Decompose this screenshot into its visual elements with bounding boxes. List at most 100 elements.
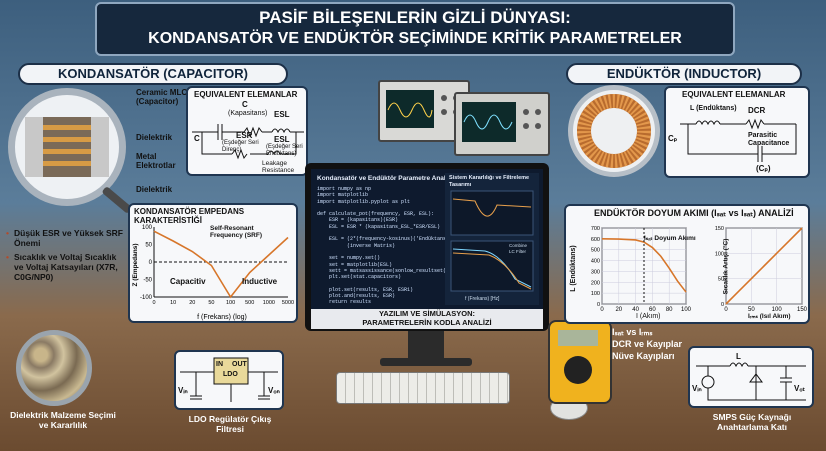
ind-l-label: L (Endüktans) — [690, 105, 737, 112]
ind-sat-y-tick: 0 — [597, 302, 600, 308]
ind-right-xlabel: Iᵣₘₛ (Isıl Akım) — [748, 313, 791, 320]
toroid-inductor-icon — [577, 94, 651, 168]
cap-impedance-line — [153, 230, 289, 299]
ind-left-xlabel: I (Akım) — [636, 313, 661, 320]
cap-y-tick: 100 — [142, 225, 153, 231]
monitor-caption-1: YAZILIM VE SİMÜLASYON: — [379, 309, 475, 318]
oscilloscope-wave-icon — [386, 90, 459, 128]
inductor-section-title: ENDÜKTÖR (INDUCTOR) — [566, 63, 802, 85]
ldo-vout: Vₒₙ — [268, 386, 280, 395]
ind-temp-x-tick: 0 — [724, 307, 728, 313]
bullet-dot-icon: • — [6, 228, 9, 238]
ind-parasitic-label: Parasitic Capacitance — [748, 132, 790, 147]
monitor-caption-2: PARAMETRELERİN KODLA ANALİZİ — [362, 318, 492, 327]
oscilloscope-right — [454, 92, 550, 156]
code-line: plot.and(results, ESR) — [317, 293, 396, 300]
cap-c-top-sub: (Kapasitans) — [228, 110, 268, 117]
inductor-equivalent-circuit — [680, 118, 797, 162]
ind-cp-bottom: (Cₚ) — [756, 164, 771, 173]
code-line: plot.set(results, ESR, ESR1) — [317, 286, 414, 293]
ind-cp-left: Cₚ — [668, 134, 678, 143]
cap-esr-label: ESR — [236, 131, 253, 140]
dielectric-sample-magnifier — [16, 330, 92, 406]
code-line: sett = matsassissance(sonlow_resultset()… — [317, 267, 453, 274]
label-dielektrik-1: Dielektrik — [136, 133, 173, 142]
ind-temp-y-tick: 100 — [715, 251, 724, 257]
ind-sat-y-tick: 600 — [591, 237, 600, 243]
cap-y-tick: 0 — [149, 260, 153, 266]
ind-temp-x-tick: 50 — [748, 307, 755, 313]
cap-x-tick: 50 — [208, 300, 214, 306]
cap-bullet-2-text: Sıcaklık ve Voltaj Sıcaklık ve Voltaj Ka… — [14, 252, 118, 282]
ind-bullet-1-text: Iₛₐₜ vs Iᵣₘₛ — [612, 327, 653, 337]
code-line: import matplotlib — [317, 192, 369, 199]
sim-chart-title: Sistem Kararlılığı ve Filtreleme Tasarım… — [449, 175, 530, 188]
cap-bullet-1-text: Düşük ESR ve Yüksek SRF Önemi — [14, 228, 123, 248]
bullet-dot-icon: • — [604, 339, 608, 349]
ldo-out: OUT — [232, 361, 247, 368]
mlcc-magnifier — [8, 88, 126, 206]
sim-legend-2: LC Filter — [509, 249, 527, 254]
inductor-saturation-panel: ENDÜKTÖR DOYUM AKIMI (Iₛₐₜ vs Iₛₐₜ) ANAL… — [564, 204, 810, 324]
ind-bullet-3-text: Nüve Kayıpları — [612, 351, 675, 361]
cap-x-tick: 0 — [152, 300, 155, 306]
ind-equiv-title: EQUIVALENT ELEMANLAR — [682, 90, 786, 99]
multimeter-display — [558, 330, 598, 346]
sim-legend-1: Combine — [509, 243, 528, 248]
ind-sat-x-tick: 40 — [632, 307, 639, 313]
ind-sat-x-tick: 0 — [600, 307, 604, 313]
inductor-bullets: •Iₛₐₜ vs Iᵣₘₛ •DCR ve Kayıplar •Nüve Kay… — [604, 326, 714, 362]
dielectric-caption: Dielektrik Malzeme Seçimi ve Kararlılık — [10, 410, 116, 430]
title-line-1: PASİF BİLEŞENLERİN GİZLİ DÜNYASI: — [259, 8, 571, 27]
ind-temp-x-tick: 150 — [797, 307, 808, 313]
cap-leakage-label: Leakage Resistance — [262, 160, 295, 174]
cap-y-tick: -50 — [143, 278, 152, 284]
ind-dcr-label: DCR — [748, 106, 766, 115]
label-metal-elektrotlar: Metal Elektrotlar — [136, 152, 176, 170]
bullet-dot-icon: • — [6, 252, 9, 262]
cap-esl2-sub: (Eşdeğer Seri Endüktans) — [266, 144, 303, 157]
smps-vout: Vₒₜ — [794, 384, 805, 393]
cap-c-top: C — [242, 100, 248, 109]
ind-sat-x-tick: 80 — [666, 307, 673, 313]
title-banner: PASİF BİLEŞENLERİN GİZLİ DÜNYASI: KONDAN… — [95, 2, 735, 56]
monitor-base — [380, 358, 472, 366]
ind-bullet-2-text: DCR ve Kayıplar — [612, 339, 683, 349]
cap-y-label: Z (Empedans) — [132, 244, 139, 287]
ind-temp-y-tick: 150 — [715, 226, 724, 232]
cap-x-tick: 10 — [170, 300, 176, 306]
cap-esr-sub: (Eşdeğer Seri Direnç) — [222, 140, 259, 153]
ind-temp-y-tick: 50 — [718, 277, 724, 283]
cap-x-label: f (Frekans) (log) — [197, 314, 247, 321]
code-line: ESR = (kapasitans)(ESR) — [317, 217, 399, 224]
capacitor-equivalent-circuit — [192, 124, 304, 160]
simulation-panel: Sistem Kararlılığı ve Filtreleme Tasarım… — [445, 173, 539, 305]
cap-x-tick: 1000 — [263, 300, 275, 306]
cap-c-left: C — [194, 134, 200, 143]
monitor-screen: Kondansatör ve Endüktör Parametre Analiz… — [311, 169, 543, 309]
ind-sat-y-tick: 300 — [591, 269, 600, 275]
cap-y-tick: 50 — [145, 243, 152, 249]
capacitor-equivalent-panel: EQUIVALENT ELEMANLAR C (Kapasitans) ESL … — [186, 86, 308, 176]
ind-bullet-3: •Nüve Kayıpları — [604, 350, 714, 362]
cap-equiv-title: EQUIVALENT ELEMANLAR — [194, 90, 298, 99]
multimeter-dial-icon — [564, 356, 592, 384]
simulation-charts — [450, 190, 534, 292]
label-dielektrik-2: Dielektrik — [136, 185, 173, 194]
smps-caption: SMPS Güç Kaynağı Anahtarlama Katı — [712, 412, 792, 432]
ind-sat-x-tick: 20 — [615, 307, 622, 313]
sim-xlabel: f (Frekans) [Hz] — [465, 296, 500, 302]
code-line: ESL = (2*(frequency-kosinus)('Endüktans'… — [317, 236, 456, 243]
ldo-caption: LDO Regülatör Çıkış Filtresi — [188, 414, 272, 434]
keyboard[interactable] — [336, 372, 510, 404]
cap-bullet-1: • Düşük ESR ve Yüksek SRF Önemi — [6, 228, 124, 248]
cap-region-inductive: Inductive — [242, 277, 278, 286]
smps-circuit — [696, 362, 806, 401]
ind-temp-line — [725, 227, 803, 305]
cap-esl2-label: ESL — [274, 135, 290, 144]
code-line: set = numpy.set() — [317, 255, 381, 262]
code-line: def calculate_pot(frequency, ESR, ESL): — [317, 211, 435, 218]
multimeter[interactable] — [548, 320, 612, 404]
